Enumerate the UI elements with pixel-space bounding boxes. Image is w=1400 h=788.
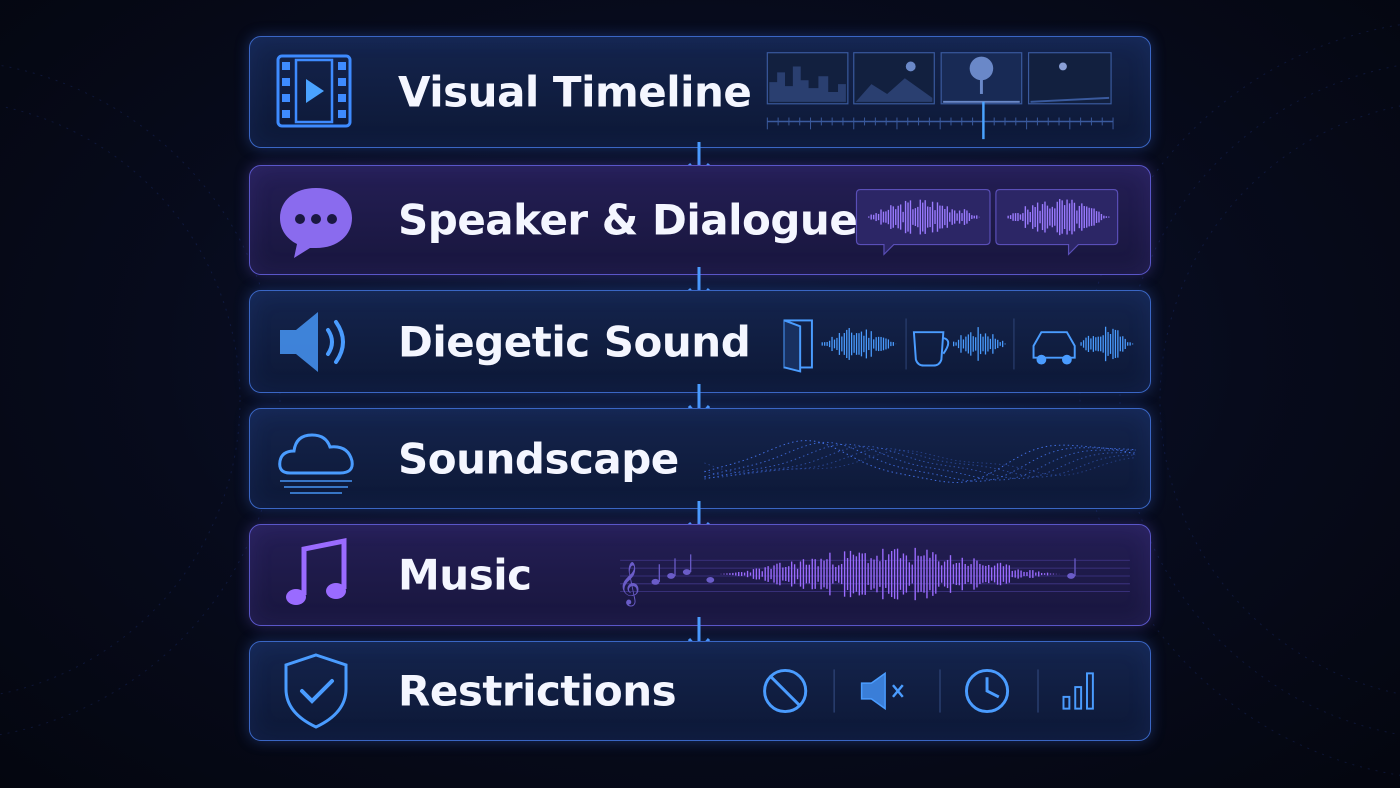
film-play-icon: [276, 54, 352, 128]
row-title: Music: [398, 550, 532, 600]
timeline-thumbnails: [766, 52, 1114, 140]
row-title: Diegetic Sound: [398, 317, 751, 366]
row-soundscape: Soundscape: [249, 408, 1151, 509]
cloud-icon: [278, 432, 354, 494]
music-staff-wave: 𝄞: [618, 547, 1130, 607]
clock-icon: [964, 668, 1010, 714]
cup-icon: [912, 331, 950, 367]
row-title: Visual Timeline: [398, 67, 752, 117]
treble-clef-icon: 𝄞: [618, 561, 640, 607]
row-music: Music 𝄞: [249, 524, 1151, 626]
restriction-icons: [763, 668, 1094, 714]
soundscape-wave: [704, 440, 1136, 484]
right-waveform: [1154, 314, 1399, 486]
chat-bubble-icon: [280, 188, 352, 258]
row-title: Speaker & Dialogue: [398, 195, 858, 245]
row-diegetic-sound: Diegetic Sound: [249, 290, 1151, 393]
dialogue-bubbles: [855, 188, 1119, 256]
speaker-icon: [280, 311, 345, 372]
left-waveform: [0, 316, 244, 484]
car-icon: [1032, 331, 1076, 365]
diegetic-sound-effects: [783, 318, 1134, 373]
music-note-icon: [286, 537, 347, 605]
mute-icon: [860, 671, 904, 711]
row-title: Soundscape: [398, 434, 679, 483]
row-speaker-dialogue: Speaker & Dialogue: [249, 165, 1151, 275]
row-title: Restrictions: [398, 666, 677, 716]
prohibited-icon: [763, 668, 808, 714]
shield-check-icon: [284, 653, 348, 729]
door-icon: [783, 319, 813, 373]
row-restrictions: Restrictions: [249, 641, 1151, 741]
signal-bars-icon: [1062, 672, 1094, 710]
row-visual-timeline: Visual Timeline: [249, 36, 1151, 148]
